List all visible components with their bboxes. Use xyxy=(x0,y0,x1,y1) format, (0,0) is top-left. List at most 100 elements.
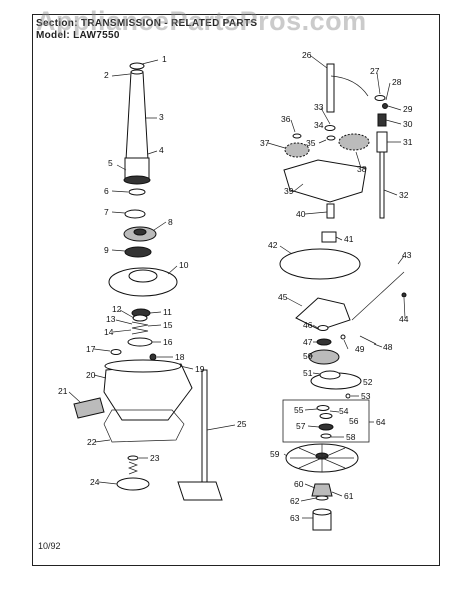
leader-lines xyxy=(68,55,406,519)
part-label-41: 41 xyxy=(344,234,354,244)
model-label: Model: xyxy=(36,30,71,41)
part-44-shape xyxy=(401,292,407,298)
part-label-48: 48 xyxy=(383,342,393,352)
part-39-shape xyxy=(283,159,367,203)
part-57-shape xyxy=(318,423,334,431)
part-label-42: 42 xyxy=(268,240,278,250)
part-30-shape xyxy=(377,113,387,127)
model-value: LAW7550 xyxy=(73,30,120,41)
part-label-25: 25 xyxy=(237,419,247,429)
part-33-shape xyxy=(324,125,336,131)
part-label-55: 55 xyxy=(294,405,304,415)
part-label-29: 29 xyxy=(403,104,413,114)
part-label-47: 47 xyxy=(303,337,313,347)
part-label-43: 43 xyxy=(402,250,412,260)
part-60-shape xyxy=(311,483,333,497)
part-number-labels: 1234567891011121314151617181920212223242… xyxy=(58,50,413,523)
part-31-shape xyxy=(376,131,388,153)
part-7-shape xyxy=(124,209,146,219)
part-18-shape xyxy=(149,353,157,361)
part-41-shape xyxy=(321,231,337,243)
part-label-18: 18 xyxy=(175,352,185,362)
part-label-10: 10 xyxy=(179,260,189,270)
part-label-54: 54 xyxy=(339,406,349,416)
part-21-shape xyxy=(73,397,105,419)
part-label-12: 12 xyxy=(112,304,122,314)
part-label-56: 56 xyxy=(349,416,359,426)
part-2-shape xyxy=(130,69,144,75)
part-54-shape xyxy=(316,405,330,411)
part-24-spring xyxy=(128,461,138,475)
part-label-36: 36 xyxy=(281,114,291,124)
part-51-shape xyxy=(319,370,341,380)
part-label-63: 63 xyxy=(290,513,300,523)
part-label-50: 50 xyxy=(303,351,313,361)
part-label-19: 19 xyxy=(195,364,205,374)
part-label-39: 39 xyxy=(284,186,294,196)
part-label-33: 33 xyxy=(314,102,324,112)
part-label-3: 3 xyxy=(159,112,164,122)
callout-leaders xyxy=(68,55,406,519)
part-label-5: 5 xyxy=(108,158,113,168)
part-label-28: 28 xyxy=(392,77,402,87)
part-26-link xyxy=(330,75,369,97)
part-16-shape xyxy=(127,337,153,347)
model-header: Model: LAW7550 xyxy=(36,30,120,41)
part-48-shape xyxy=(359,335,377,345)
part-58-shape xyxy=(320,433,332,439)
part-27-shape xyxy=(374,95,386,101)
part-label-32: 32 xyxy=(399,190,409,200)
part-label-51: 51 xyxy=(303,368,313,378)
part-label-34: 34 xyxy=(314,120,324,130)
part-47-shape xyxy=(316,338,332,346)
part-label-24: 24 xyxy=(90,477,100,487)
part-label-17: 17 xyxy=(86,344,96,354)
part-label-58: 58 xyxy=(346,432,356,442)
part-1-shape xyxy=(129,62,145,70)
part-label-49: 49 xyxy=(355,344,365,354)
part-label-62: 62 xyxy=(290,496,300,506)
right-assembly xyxy=(279,63,407,531)
part-34-shape xyxy=(326,135,336,141)
part-26-shape xyxy=(326,63,335,113)
section-header: Section: TRANSMISSION - RELATED PARTS xyxy=(36,18,257,29)
part-label-2: 2 xyxy=(104,70,109,80)
part-8-hub xyxy=(133,228,147,236)
part-45-shape xyxy=(295,297,351,331)
part-label-23: 23 xyxy=(150,453,160,463)
part-label-46: 46 xyxy=(303,320,313,330)
part-64-bracket xyxy=(282,399,370,443)
part-49-shape xyxy=(340,334,346,340)
part-label-9: 9 xyxy=(104,245,109,255)
part-label-37: 37 xyxy=(260,138,270,148)
part-15-shape xyxy=(131,321,149,335)
part-25-shape xyxy=(201,369,208,483)
part-label-59: 59 xyxy=(270,449,280,459)
footer-date: 10/92 xyxy=(38,541,61,551)
part-25-bracket xyxy=(177,481,223,501)
left-assembly xyxy=(73,62,223,501)
part-label-13: 13 xyxy=(106,314,116,324)
part-label-15: 15 xyxy=(163,320,173,330)
part-37-shape xyxy=(284,142,310,158)
part-22-shape xyxy=(103,409,185,443)
part-label-61: 61 xyxy=(344,491,354,501)
part-50-shape xyxy=(308,349,340,365)
part-53-shape xyxy=(345,393,351,399)
part-label-6: 6 xyxy=(104,186,109,196)
part-10-hub xyxy=(128,269,158,283)
part-label-35: 35 xyxy=(306,138,316,148)
part-label-1: 1 xyxy=(162,54,167,64)
part-36-shape xyxy=(292,133,302,139)
part-label-52: 52 xyxy=(363,377,373,387)
part-20-shape xyxy=(103,363,193,421)
part-label-4: 4 xyxy=(159,145,164,155)
part-label-14: 14 xyxy=(104,327,114,337)
part-9-shape xyxy=(124,246,152,258)
part-label-64: 64 xyxy=(376,417,386,427)
part-17-shape xyxy=(110,349,122,355)
part-label-30: 30 xyxy=(403,119,413,129)
part-label-44: 44 xyxy=(399,314,409,324)
part-43-shape xyxy=(351,271,405,321)
